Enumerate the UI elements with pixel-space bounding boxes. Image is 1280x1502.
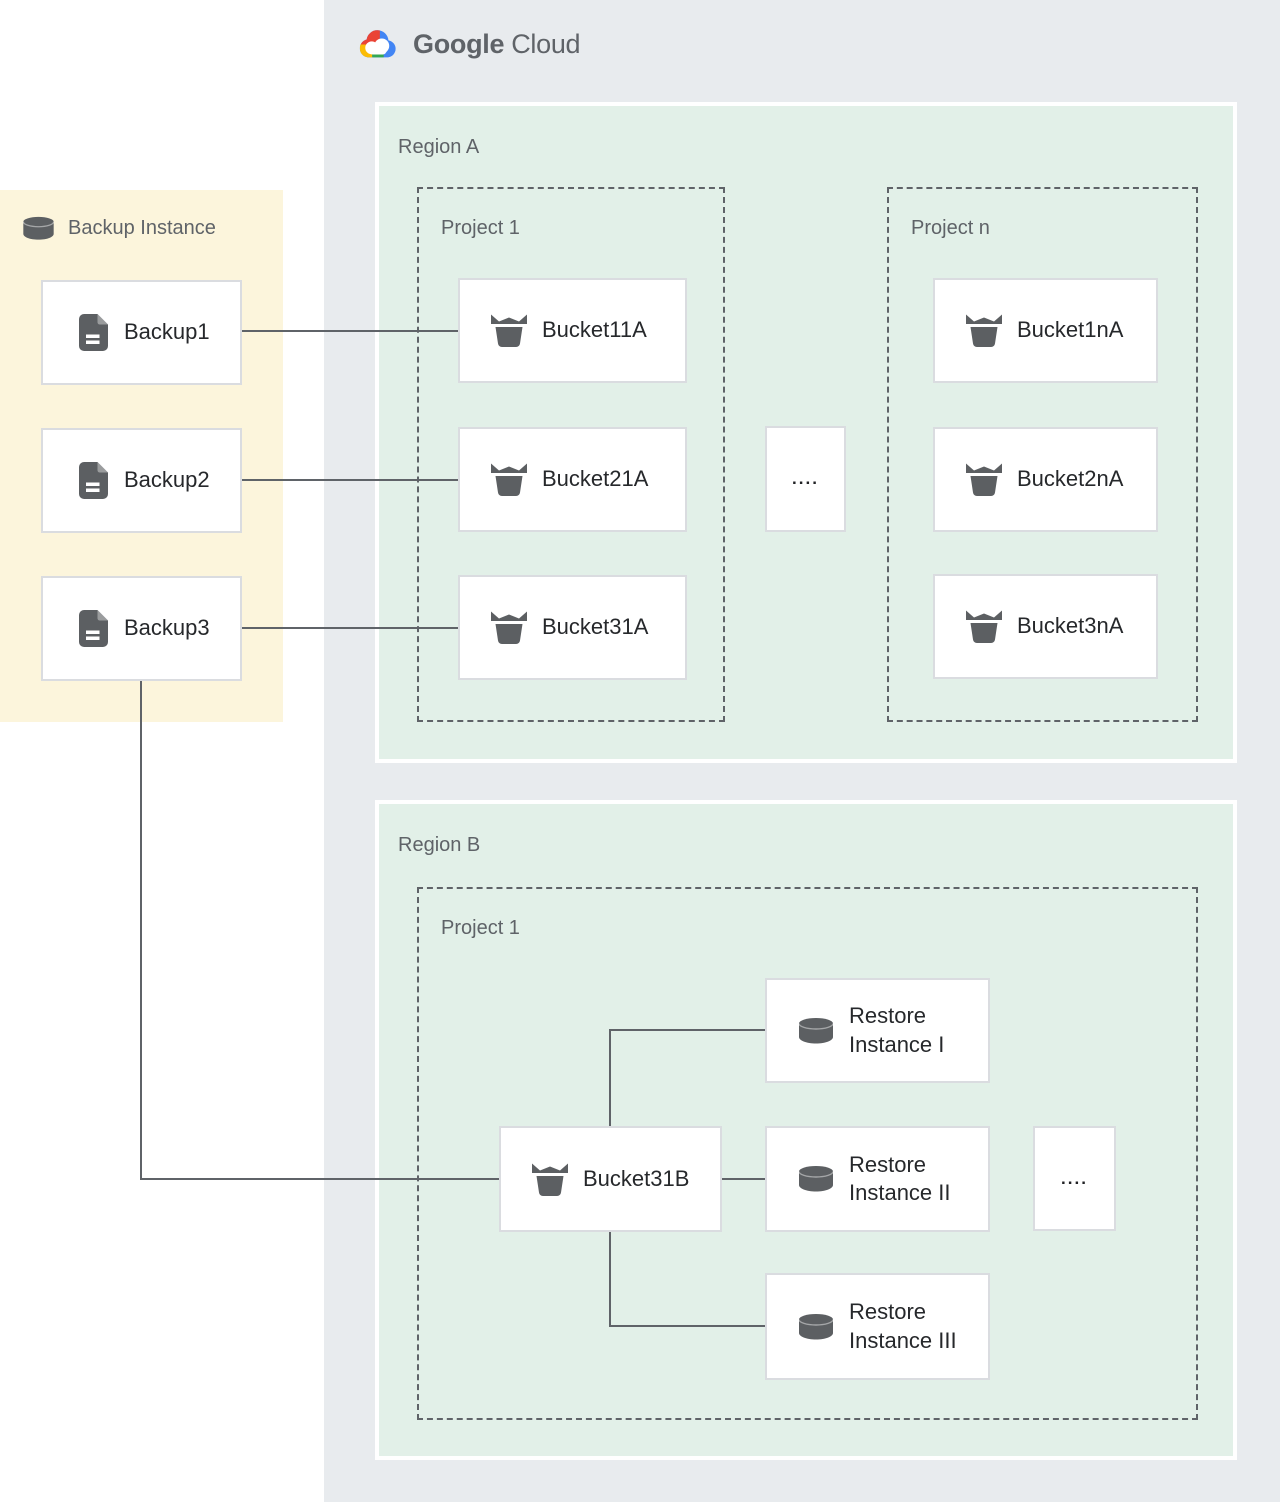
backup2-label: Backup2 [124, 467, 210, 493]
backup1-node: Backup1 [41, 280, 242, 385]
connector-bucket31b-restore1 [609, 1029, 765, 1031]
connector-backup3-bucket31b [140, 1178, 499, 1180]
bucket21a-node: Bucket21A [458, 427, 687, 532]
region-a: Region A Project 1 Bucket11A Bucket21A B… [375, 102, 1237, 763]
bucket31a-node: Bucket31A [458, 575, 687, 680]
backup2-node: Backup2 [41, 428, 242, 533]
bucket3na-label: Bucket3nA [1017, 613, 1124, 639]
region-b-label: Region B [398, 834, 481, 856]
ellipsis-label: .... [1061, 1168, 1088, 1188]
connector-backup3-bucket31a [242, 627, 458, 629]
project-1-region-a-label: Project 1 [441, 217, 520, 239]
project-1-region-b: Project 1 Bucket31B Restore Instance I R… [417, 887, 1198, 1420]
database-icon [22, 216, 55, 241]
connector-bucket31b-down-vertical [609, 1232, 611, 1327]
bucket-icon [966, 610, 1002, 643]
project-n-region-a: Project n Bucket1nA Bucket2nA Bucket3nA [887, 187, 1198, 722]
bucket31b-node: Bucket31B [499, 1126, 722, 1232]
database-icon [798, 1312, 834, 1340]
bucket-icon [966, 314, 1002, 347]
backup3-node: Backup3 [41, 576, 242, 681]
backup-instance-title: Backup Instance [68, 217, 216, 239]
backup-instance-panel: Backup Instance Backup1 Backup2 Backup3 [0, 190, 283, 722]
logo-product-text: Cloud [511, 29, 581, 59]
bucket-icon [966, 463, 1002, 496]
bucket2na-node: Bucket2nA [933, 427, 1158, 532]
bucket31b-label: Bucket31B [583, 1165, 690, 1191]
backup3-label: Backup3 [124, 615, 210, 641]
connector-bucket31b-restore2 [722, 1178, 765, 1180]
google-cloud-icon [359, 30, 396, 58]
restore-instance-1-node: Restore Instance I [765, 978, 990, 1083]
bucket-icon [491, 314, 527, 347]
bucket-icon [491, 611, 527, 644]
bucket31a-label: Bucket31A [542, 614, 649, 640]
ellipsis-label: .... [792, 469, 819, 489]
more-projects-ellipsis-node: .... [765, 426, 846, 532]
bucket11a-label: Bucket11A [542, 317, 647, 343]
logo-brand-text: Google [413, 29, 505, 59]
database-icon [798, 1016, 834, 1044]
connector-backup2-bucket21a [242, 479, 458, 481]
bucket1na-node: Bucket1nA [933, 278, 1158, 383]
bucket3na-node: Bucket3nA [933, 574, 1158, 679]
region-b: Region B Project 1 Bucket31B Restore Ins… [375, 800, 1237, 1460]
connector-bucket31b-up-vertical [609, 1029, 611, 1126]
backup1-label: Backup1 [124, 319, 210, 345]
restore-instance-2-label: Restore Instance II [849, 1151, 951, 1205]
connector-backup3-down-vertical [140, 681, 142, 1180]
project-n-label: Project n [911, 217, 990, 239]
bucket11a-node: Bucket11A [458, 278, 687, 383]
project-1-region-a: Project 1 Bucket11A Bucket21A Bucket31A [417, 187, 725, 722]
bucket1na-label: Bucket1nA [1017, 317, 1124, 343]
connector-backup1-bucket11a [242, 330, 458, 332]
document-icon [79, 610, 108, 647]
document-icon [79, 462, 108, 499]
region-a-label: Region A [398, 136, 480, 158]
more-restores-ellipsis-node: .... [1033, 1126, 1116, 1231]
bucket2na-label: Bucket2nA [1017, 466, 1124, 492]
database-icon [798, 1165, 834, 1193]
document-icon [79, 314, 108, 351]
bucket-icon [491, 463, 527, 496]
restore-instance-3-node: Restore Instance III [765, 1273, 990, 1380]
backup-instance-header: Backup Instance [20, 216, 216, 241]
connector-bucket31b-restore3 [609, 1325, 765, 1327]
bucket-icon [532, 1163, 568, 1196]
restore-instance-1-label: Restore Instance I [849, 1003, 945, 1057]
bucket21a-label: Bucket21A [542, 466, 649, 492]
restore-instance-2-node: Restore Instance II [765, 1126, 990, 1232]
project-1-region-b-label: Project 1 [441, 917, 520, 939]
restore-instance-3-label: Restore Instance III [849, 1299, 957, 1353]
